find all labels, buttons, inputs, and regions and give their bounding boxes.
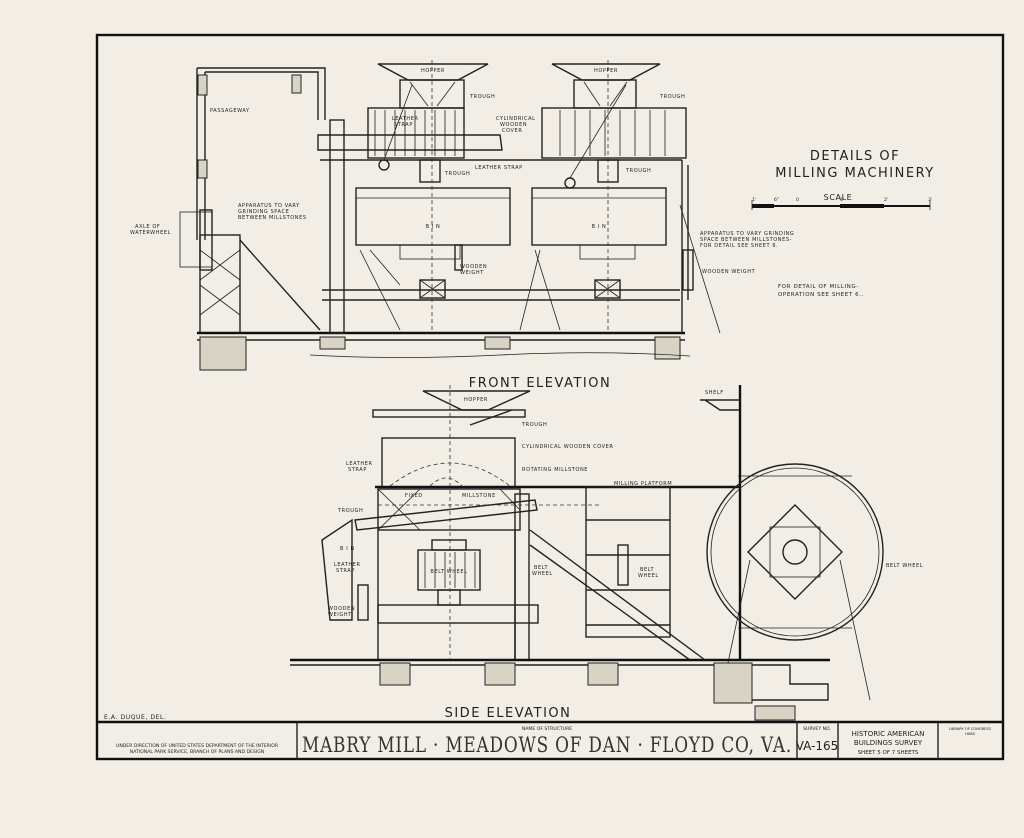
label: WOODEN [328, 606, 355, 612]
scale-tick: 1' [840, 197, 844, 203]
sheet-border [95, 33, 1005, 761]
side-elevation-title: SIDE ELEVATION [445, 706, 572, 721]
detail-note: FOR DETAIL OF MILLING- [778, 284, 859, 290]
label: WATERWHEEL [130, 230, 171, 236]
structure-name: MABRY MILL · MEADOWS OF DAN · FLOYD CO, … [302, 733, 792, 757]
sheet-number: SHEET 5 OF 7 SHEETS [858, 750, 919, 756]
scale-tick: 3' [928, 197, 932, 203]
label: BETWEEN MILLSTONES [238, 215, 307, 221]
scale-tick: 1' [752, 197, 756, 203]
front-elevation-title: FRONT ELEVATION [469, 376, 611, 391]
label: BELT [534, 565, 548, 571]
label: TROUGH [337, 508, 363, 514]
label: LEATHER [392, 116, 419, 122]
label: APPARATUS TO VARY [238, 203, 300, 209]
front-elevation [179, 60, 721, 371]
label: GRINDING SPACE [238, 209, 289, 215]
label: LEATHER [346, 461, 373, 467]
label: MILLING PLATFORM [614, 481, 672, 487]
label: CYLINDRICAL WOODEN COVER [522, 444, 614, 450]
loc-line2: HABS [965, 732, 976, 736]
survey-no: VA-165 [796, 739, 839, 753]
front-labels: HOPPER HOPPER TROUGH TROUGH PASSAGEWAY L… [130, 68, 794, 276]
survey-no-label: SURVEY NO. [803, 726, 831, 732]
label: FOR DETAIL SEE SHEET 6. [700, 243, 778, 249]
label: WOODEN [460, 264, 487, 270]
label: ROTATING MILLSTONE [522, 467, 588, 473]
loc-line1: LIBRARY OF CONGRESS [949, 727, 992, 731]
label: WHEEL [532, 571, 553, 577]
label: WOODEN WEIGHT [702, 269, 756, 275]
scale-tick: 0 [796, 197, 799, 203]
label: TROUGH [521, 422, 547, 428]
label: CYLINDRICAL [496, 116, 536, 122]
label: STRAP [348, 467, 367, 473]
side-elevation [290, 385, 884, 721]
label: TROUGH [625, 168, 651, 174]
label: FIXED [405, 493, 423, 499]
label: BELT [640, 567, 654, 573]
heading-line1: DETAILS OF [810, 149, 900, 164]
direction-line2: NATIONAL PARK SERVICE, BRANCH OF PLANS A… [130, 749, 264, 755]
label: WOODEN [500, 122, 527, 128]
scale-tick: 6" [774, 197, 779, 203]
label: HOPPER [594, 68, 618, 74]
name-of-structure-label: NAME OF STRUCTURE [522, 726, 572, 732]
label: HOPPER [464, 397, 488, 403]
habs-line1: HISTORIC AMERICAN [852, 730, 925, 738]
label: HOPPER [421, 68, 445, 74]
habs-line2: BUILDINGS SURVEY [854, 739, 923, 747]
label: B I N [592, 224, 607, 230]
label: TROUGH [444, 171, 470, 177]
label: WEIGHT [328, 612, 352, 618]
label: PASSAGEWAY [210, 108, 250, 114]
label: WHEEL [638, 573, 659, 579]
label: SHELF [705, 390, 724, 396]
detail-note: OPERATION SEE SHEET 6.. [778, 292, 864, 298]
scale-bar: 1' 6" 0 1' 2' 3' [751, 197, 932, 210]
label: STRAP [394, 122, 413, 128]
title-block: UNDER DIRECTION OF UNITED STATES DEPARTM… [116, 722, 992, 759]
label: BELT WHEEL [886, 563, 923, 569]
label: LEATHER STRAP [475, 165, 523, 171]
label: B I N [426, 224, 441, 230]
label: AXLE OF [135, 224, 160, 230]
direction-line1: UNDER DIRECTION OF UNITED STATES DEPARTM… [116, 743, 279, 749]
label: LEATHER [334, 562, 361, 568]
label: APPARATUS TO VARY GRINDING [700, 231, 794, 237]
label: STRAP [336, 568, 355, 574]
delineator: E.A. DUQUE, DEL. [104, 714, 167, 721]
heading-line2: MILLING MACHINERY [775, 166, 934, 181]
label: B I N [340, 546, 355, 552]
label: COVER [502, 128, 522, 134]
label: WEIGHT [460, 270, 484, 276]
label: MILLSTONE [462, 493, 496, 499]
label: TROUGH [659, 94, 685, 100]
label: BELT WHEEL [430, 569, 467, 575]
label: SPACE BETWEEN MILLSTONES- [700, 237, 792, 243]
label: TROUGH [469, 94, 495, 100]
side-labels: HOPPER TROUGH SHELF CYLINDRICAL WOODEN C… [328, 390, 923, 618]
scale-label: SCALE [824, 193, 853, 202]
scale-tick: 2' [884, 197, 888, 203]
